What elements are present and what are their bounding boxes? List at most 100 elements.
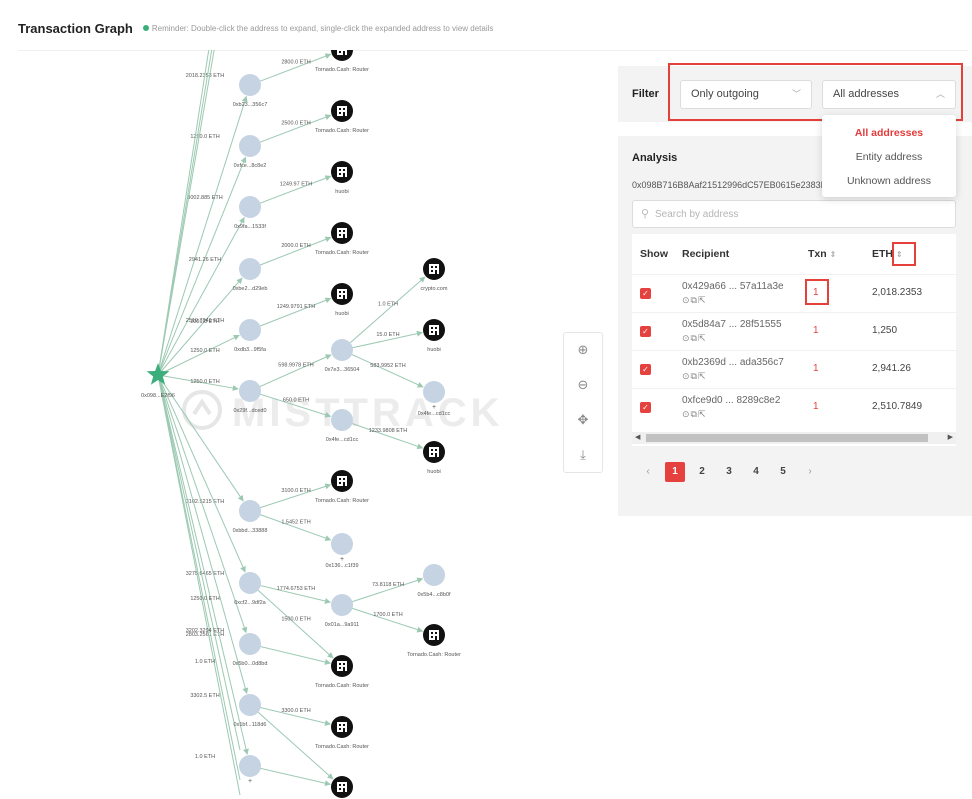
option-all-addresses[interactable]: All addresses <box>854 127 924 139</box>
address-node[interactable]: 0xdb3...9f5fa <box>234 319 267 353</box>
address-node[interactable]: 0x4fe...cd1cc <box>326 409 359 443</box>
recipient-address[interactable]: 0xb2369d ... ada356c7 <box>682 357 784 368</box>
address-node[interactable]: +0x4fe...cd1cc <box>418 381 451 417</box>
address-node[interactable]: 0x01a...9a911 <box>325 594 359 628</box>
scroll-left-icon[interactable]: ◀ <box>635 434 641 441</box>
download-icon[interactable]: ⤓ <box>580 446 586 462</box>
address-node[interactable]: 0xb23...356c7 <box>233 74 268 108</box>
scrollbar-thumb[interactable] <box>646 434 928 442</box>
page-3-button[interactable]: 3 <box>726 466 732 477</box>
address-node[interactable]: 0xbe2...d29eb <box>233 258 268 292</box>
address-node[interactable]: 0xfce...8c8e2 <box>234 135 267 169</box>
show-checkbox[interactable]: ✓ <box>640 326 651 337</box>
txn-count[interactable]: 1 <box>813 325 819 336</box>
edge-line <box>157 374 249 695</box>
next-page-button[interactable]: › <box>808 466 812 477</box>
edge-label: 73.8118 ETH <box>372 582 404 588</box>
column-header-txn[interactable]: Txn⇕ <box>808 234 836 274</box>
row-action-icons[interactable]: ⊙⧉⇱ <box>682 409 707 419</box>
txn-count[interactable]: 1 <box>813 287 819 298</box>
edge-label: 2500.0 ETH <box>281 121 310 127</box>
txn-header-label: Txn <box>808 248 827 260</box>
reminder-text: Reminder: Double-click the address to ex… <box>151 23 494 33</box>
address-node[interactable]: 0x9fa...1533f <box>234 196 266 230</box>
address-node[interactable]: 0xbbd...33888 <box>233 500 268 534</box>
column-header-recipient: Recipient <box>682 248 730 260</box>
edge-label: 1250.0 ETH <box>190 134 219 140</box>
address-node[interactable]: 0x7e3...36504 <box>325 339 360 373</box>
table-row[interactable]: ✓ 0xfce9d0 ... 8289c8e2 ⊙⧉⇱ 1 2,510.7849 <box>632 388 956 426</box>
address-node[interactable]: + <box>239 755 261 785</box>
row-action-icons[interactable]: ⊙⧉⇱ <box>682 333 707 343</box>
entity-node[interactable]: Tornado.Cash: Router <box>407 624 461 658</box>
edge-line <box>157 374 241 796</box>
center-address-node[interactable]: 0x098...E2f96 <box>141 363 175 399</box>
entity-node[interactable] <box>331 776 353 798</box>
building-icon <box>337 661 347 671</box>
entity-node[interactable]: crypto.com <box>421 258 448 292</box>
column-header-eth[interactable]: ETH⇕ <box>872 234 903 274</box>
building-icon <box>337 782 347 792</box>
recipient-address[interactable]: 0x5d84a7 ... 28f51555 <box>682 319 782 330</box>
entity-node[interactable]: Tornado.Cash: Router <box>315 470 369 504</box>
entity-node[interactable]: Tornado.Cash: Router <box>315 50 369 73</box>
table-row[interactable]: ✓ 0x429a66 ... 57a11a3e ⊙⧉⇱ 1 2,018.2353 <box>632 274 956 312</box>
edge-line <box>249 297 332 331</box>
edge-line <box>157 374 249 755</box>
recipient-address[interactable]: 0x429a66 ... 57a11a3e <box>682 281 784 292</box>
direction-select[interactable]: Only outgoing ﹀ <box>680 80 812 109</box>
edge-label: 2510.7849 ETH <box>186 318 225 324</box>
page-2-button[interactable]: 2 <box>699 466 705 477</box>
address-node[interactable]: 0x5b0...0d8bd <box>233 633 268 667</box>
scroll-right-icon[interactable]: ▶ <box>947 434 953 441</box>
address-node[interactable]: 0x29f...dced0 <box>233 380 267 414</box>
show-checkbox[interactable]: ✓ <box>640 402 651 413</box>
entity-node[interactable]: huobi <box>331 161 353 195</box>
horizontal-scrollbar[interactable]: ◀ ▶ <box>632 432 956 444</box>
address-node[interactable]: 0xcf2...9df2a <box>234 572 267 606</box>
edge-line <box>341 330 423 351</box>
table-row[interactable]: ✓ 0x5d84a7 ... 28f51555 ⊙⧉⇱ 1 1,250 <box>632 312 956 350</box>
recipient-address[interactable]: 0xfce9d0 ... 8289c8e2 <box>682 395 781 406</box>
option-entity-address[interactable]: Entity address <box>855 151 923 163</box>
node-label: 0x4fe...cd1cc <box>418 411 451 417</box>
move-icon[interactable]: ✥ <box>577 411 589 427</box>
edge-label: 1700.0 ETH <box>373 612 402 618</box>
prev-page-button[interactable]: ‹ <box>646 466 650 477</box>
star-icon <box>146 363 170 385</box>
entity-node[interactable]: Tornado.Cash: Router <box>315 100 369 134</box>
table-row[interactable]: ✓ 0xb2369d ... ada356c7 ⊙⧉⇱ 1 2,941.26 <box>632 350 956 388</box>
page-5-button[interactable]: 5 <box>780 466 786 477</box>
row-action-icons[interactable]: ⊙⧉⇱ <box>682 371 707 381</box>
edge-line <box>249 175 332 208</box>
address-node[interactable]: 0x5b4...c8b0f <box>417 564 451 598</box>
show-checkbox[interactable]: ✓ <box>640 364 651 375</box>
building-icon <box>429 264 439 274</box>
page-4-button[interactable]: 4 <box>753 466 759 477</box>
entity-node[interactable]: huobi <box>331 283 353 317</box>
edge-label: 1774.6753 ETH <box>277 586 316 592</box>
entity-node[interactable]: Tornado.Cash: Router <box>315 222 369 256</box>
sort-icon[interactable]: ⇕ <box>829 250 837 259</box>
edge-label: 3100.0 ETH <box>281 488 310 494</box>
address-type-select[interactable]: All addresses ︿ <box>822 80 956 109</box>
building-icon <box>337 476 347 486</box>
txn-count[interactable]: 1 <box>813 363 819 374</box>
node-label: 0x29f...dced0 <box>233 408 266 414</box>
txn-count[interactable]: 1 <box>813 401 819 412</box>
address-node[interactable]: +0x136...c1f39 <box>325 533 359 569</box>
entity-node[interactable]: Tornado.Cash: Router <box>315 655 369 689</box>
entity-node[interactable]: huobi <box>423 319 445 353</box>
search-input[interactable] <box>655 205 945 223</box>
address-node[interactable]: 0x1bf...118d6 <box>234 694 267 728</box>
sort-icon[interactable]: ⇕ <box>896 250 903 259</box>
show-checkbox[interactable]: ✓ <box>640 288 651 299</box>
zoom-in-icon[interactable]: ⊕ <box>577 342 589 358</box>
row-action-icons[interactable]: ⊙⧉⇱ <box>682 295 707 305</box>
zoom-out-icon[interactable]: ⊖ <box>577 377 589 393</box>
option-unknown-address[interactable]: Unknown address <box>846 175 932 187</box>
page-1-button[interactable]: 1 <box>665 462 685 482</box>
entity-node[interactable]: huobi <box>423 441 445 475</box>
entity-node[interactable]: Tornado.Cash: Router <box>315 716 369 750</box>
